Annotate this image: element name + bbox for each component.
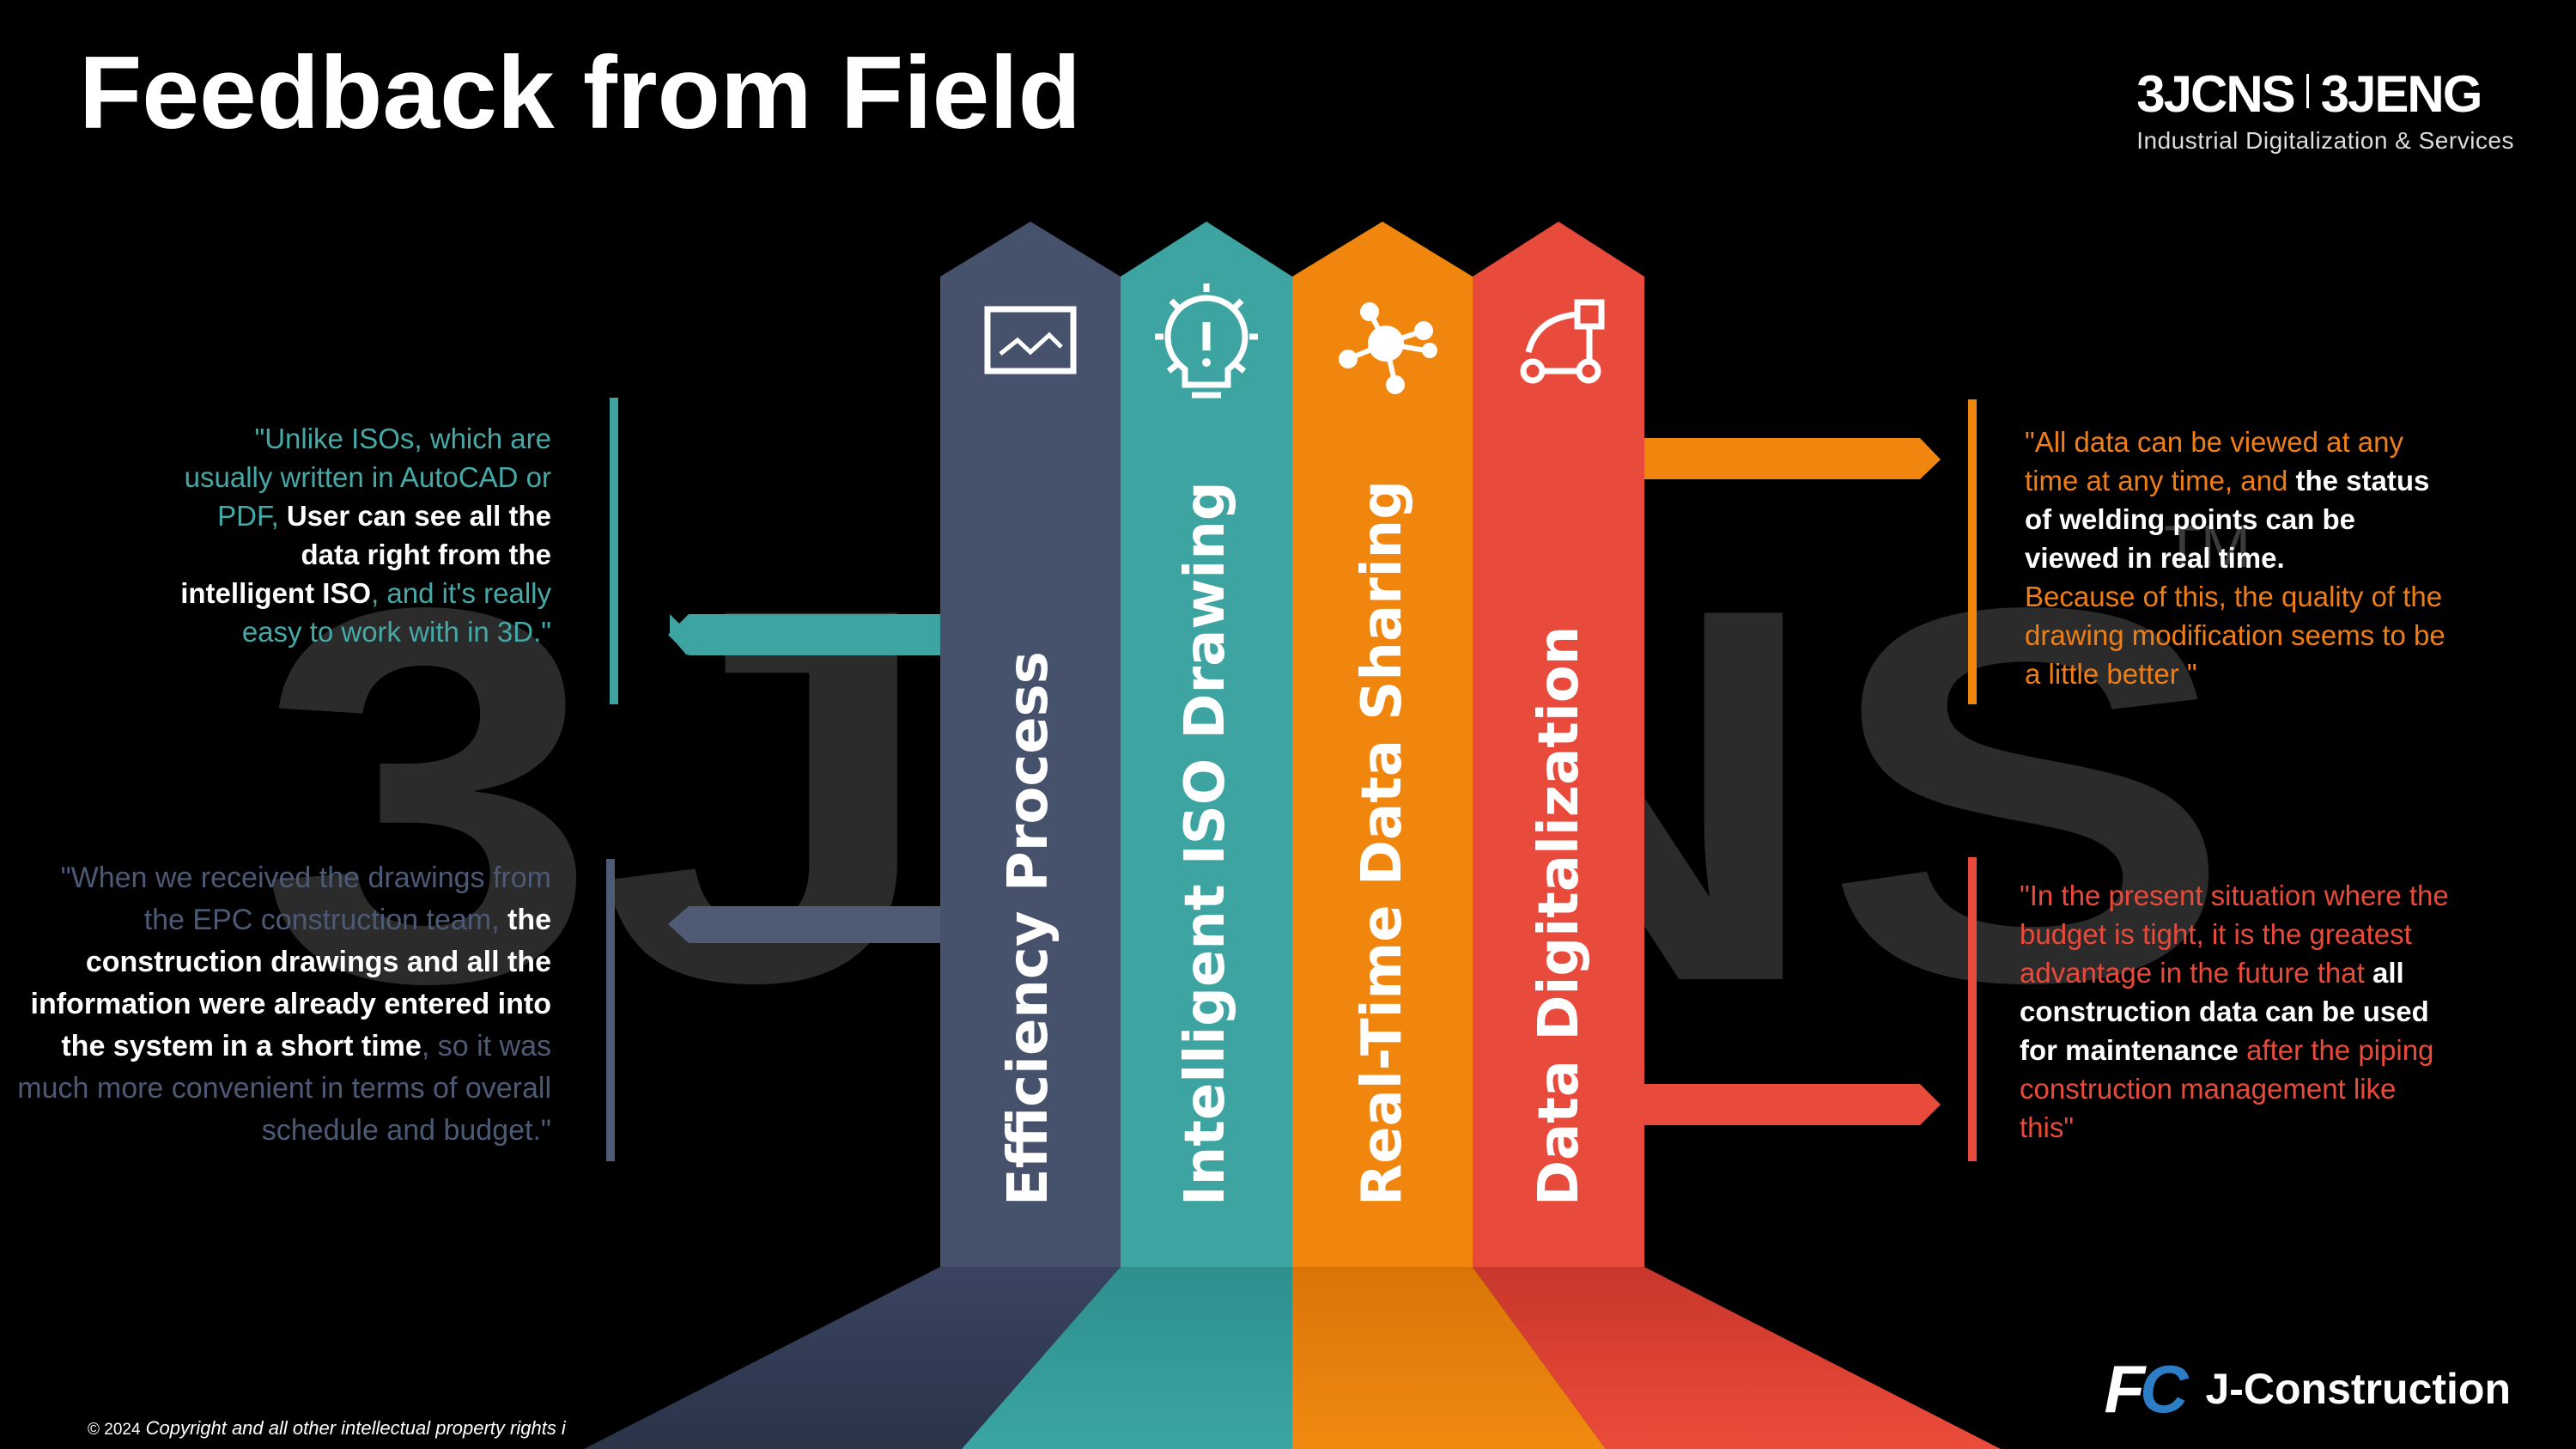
brand-name-left: 3JCNS	[2136, 65, 2295, 123]
connector-arrow-q2	[668, 906, 940, 943]
column-data-digitalization	[1473, 222, 1644, 1267]
column-label-realtime: Real-Time Data Sharing	[1351, 479, 1414, 1206]
quote-1-text-a: "Unlike ISOs, which are usually written …	[184, 423, 551, 532]
brand-separator	[2306, 74, 2309, 108]
quote-3-highlight: the status of welding points can be view…	[2025, 465, 2430, 574]
copyright-text: Copyright and all other intellectual pro…	[145, 1417, 566, 1439]
quote-4-highlight: all construction data can be used for ma…	[2020, 957, 2429, 1066]
copyright-year: © 2024	[88, 1421, 141, 1439]
feedback-quote-2: "When we received the drawings from the …	[17, 857, 551, 1152]
quote-bar-q2	[606, 859, 615, 1161]
quote-4-text-a: "In the present situation where the budg…	[2020, 880, 2449, 989]
quote-bar-q3	[1968, 399, 1977, 704]
column-label-iso: Intelligent ISO Drawing	[1174, 481, 1237, 1206]
watermark-tm: TM	[2164, 513, 2251, 580]
fc-logo-c: C	[2140, 1351, 2188, 1427]
quote-2-text-b: , so it was much more convenient in term…	[17, 1030, 551, 1147]
fc-logo-f: F	[2104, 1351, 2145, 1427]
quote-3-text-b: Because of this, the quality of the draw…	[2025, 581, 2445, 690]
chart-monitor-icon	[984, 306, 1077, 374]
feedback-quote-4: "In the present situation where the budg…	[2020, 876, 2449, 1147]
copyright-footer: © 2024 Copyright and all other intellect…	[88, 1417, 566, 1440]
floor-realtime	[1292, 1267, 1606, 1449]
lightbulb-icon	[1155, 283, 1258, 399]
page-title: Feedback from Field	[79, 35, 1081, 150]
quote-1-highlight: User can see all the data right from the…	[180, 500, 551, 609]
fc-logo-icon: FC	[2104, 1355, 2188, 1422]
quote-bar-q4	[1968, 857, 1977, 1161]
quote-2-highlight: the construction drawings and all the in…	[30, 904, 551, 1062]
flow-nodes-icon	[1520, 299, 1605, 384]
column-efficiency-process	[940, 222, 1121, 1267]
column-label-digitalization: Data Digitalization	[1528, 625, 1591, 1206]
floor-digitalization	[1473, 1267, 2001, 1449]
quote-4-text-b: after the piping construction management…	[2020, 1034, 2434, 1143]
quote-bar-q1	[610, 398, 618, 704]
quote-3-text-a: "All data can be viewed at any time at a…	[2025, 426, 2403, 496]
brand-name-right: 3JENG	[2320, 65, 2483, 123]
feedback-quote-3: "All data can be viewed at any time at a…	[2025, 423, 2454, 693]
quote-1-text-b: , and it's really easy to work with in 3…	[241, 577, 551, 648]
feedback-quote-1: "Unlike ISOs, which are usually written …	[163, 419, 551, 651]
column-intelligent-iso	[1121, 222, 1292, 1267]
quote-2-text-a: "When we received the drawings from the …	[60, 861, 551, 936]
floor-efficiency	[584, 1267, 1121, 1449]
floor-iso	[962, 1267, 1292, 1449]
j-construction-label: J-Construction	[2205, 1365, 2511, 1413]
column-label-efficiency: Efficiency Process	[997, 651, 1060, 1206]
brand-tagline: Industrial Digitalization & Services	[2136, 127, 2514, 154]
column-real-time	[1292, 222, 1473, 1267]
j-construction-logo: FC J-Construction	[2104, 1355, 2511, 1422]
network-hub-icon	[1339, 302, 1437, 394]
connector-arrow-q4	[1644, 1084, 1941, 1125]
